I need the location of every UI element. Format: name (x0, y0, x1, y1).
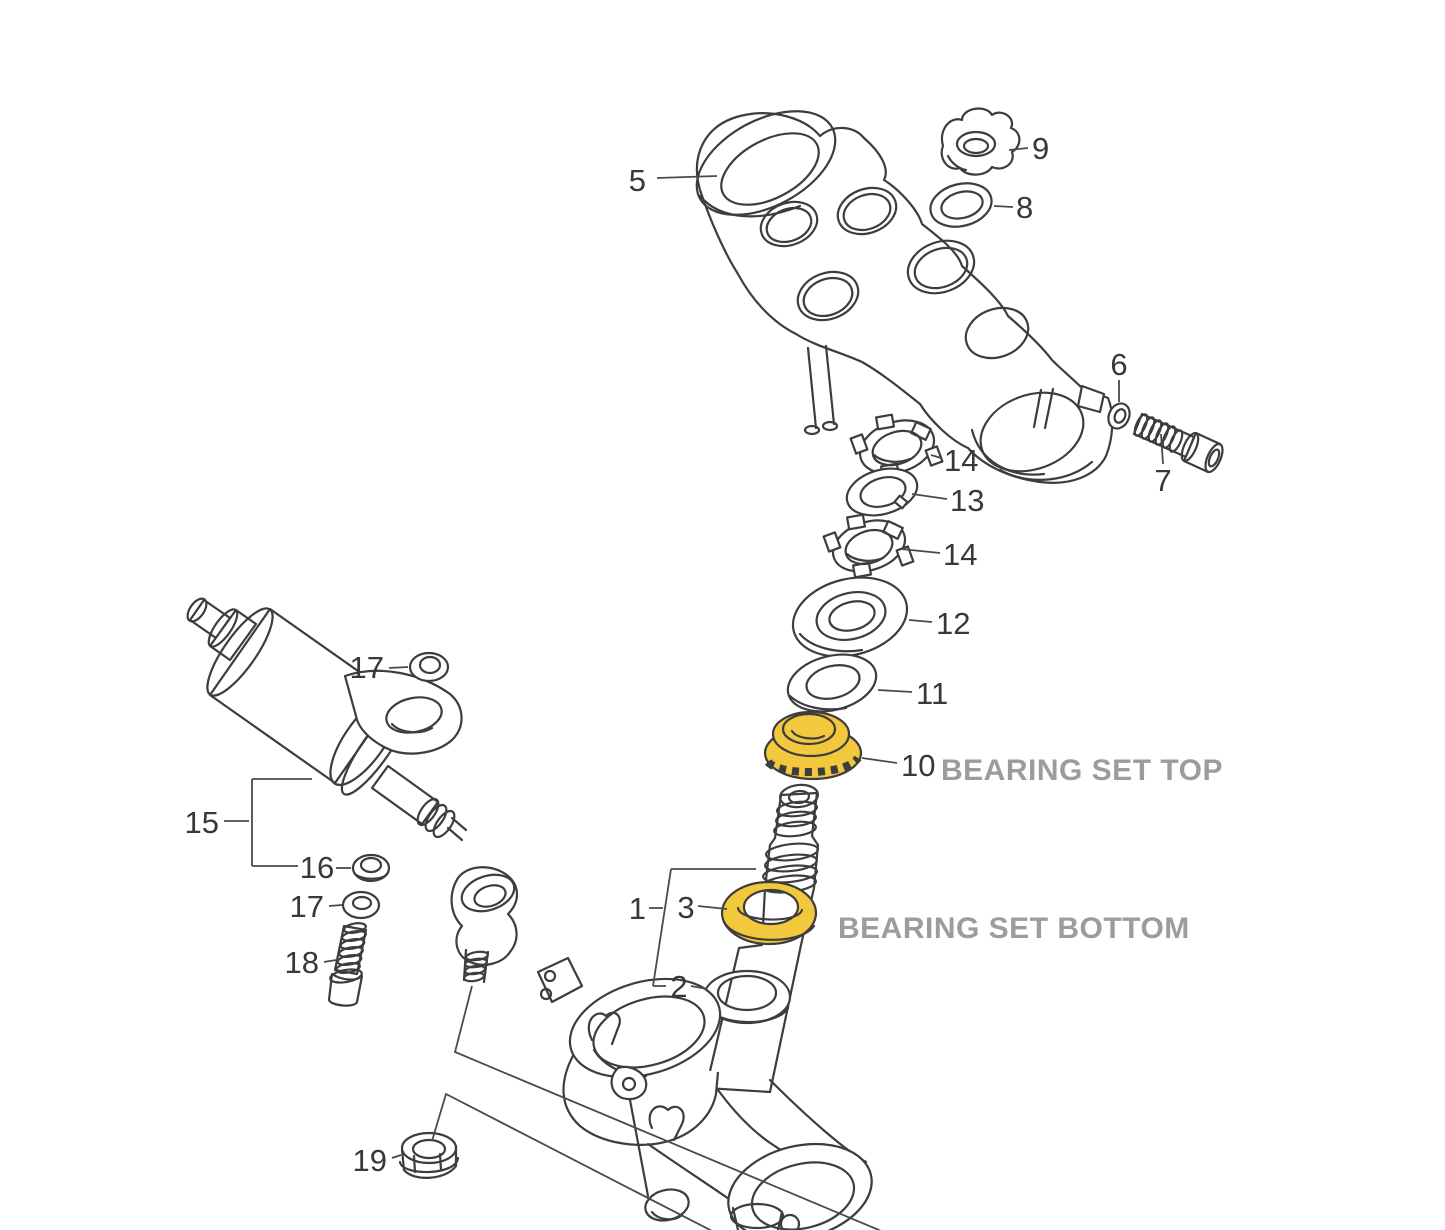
bearing-set-top-highlight (763, 710, 863, 781)
part-label-6: 6 (1110, 347, 1127, 382)
leader-lines-long (431, 985, 882, 1230)
part-label-18: 18 (285, 945, 319, 980)
part-label-12: 12 (936, 606, 970, 641)
part-label-13: 13 (950, 483, 984, 518)
steering-lock-nut-lower-drawing (822, 513, 915, 579)
head-nut-washer-drawing (929, 182, 993, 228)
part-label-8: 8 (1016, 190, 1033, 225)
part-label-1: 1 (629, 891, 646, 926)
caption-bearing-set-bottom: BEARING SET BOTTOM (838, 912, 1190, 945)
upper-bracket-drawing (695, 110, 1114, 484)
part-label-3: 3 (677, 890, 694, 925)
bearing-set-bottom-highlight (720, 880, 818, 946)
callouts: 5 9 8 6 7 14 13 14 12 11 10 1 3 2 15 16 (185, 131, 1172, 1178)
part-label-2: 2 (670, 969, 687, 1004)
dust-seal-drawing (702, 969, 792, 1025)
part-label-11: 11 (916, 676, 948, 711)
damper-bolt-drawing (327, 922, 368, 1007)
part-label-10: 10 (901, 748, 935, 783)
part-label-5: 5 (629, 163, 646, 198)
part-label-17-lower: 17 (290, 889, 324, 924)
bearing-cover-drawing (791, 576, 909, 658)
part-label-19: 19 (353, 1143, 387, 1178)
steering-damper-drawing (186, 597, 519, 984)
caption-bearing-set-top: BEARING SET TOP (941, 754, 1223, 787)
part-label-14-lower: 14 (943, 537, 977, 572)
lock-washer-drawing (845, 467, 919, 517)
washer-upper-drawing (786, 653, 878, 713)
stud-nut-drawing (398, 1131, 460, 1179)
damper-bushing-drawing (351, 853, 391, 883)
damper-washer-lower-drawing (341, 890, 381, 920)
part-label-7: 7 (1154, 463, 1171, 498)
pinch-bolt-drawing (1132, 412, 1224, 474)
part-label-9: 9 (1032, 131, 1049, 166)
lower-bracket-drawing (536, 956, 873, 1230)
part-label-16: 16 (300, 850, 334, 885)
stem-head-nut-drawing (940, 107, 1021, 176)
part-label-14-upper: 14 (944, 443, 978, 478)
part-label-17-upper: 17 (350, 650, 384, 685)
pinch-bolt-washer-drawing (1107, 402, 1131, 430)
damper-washer-upper-drawing (408, 651, 450, 683)
part-label-15: 15 (185, 805, 219, 840)
